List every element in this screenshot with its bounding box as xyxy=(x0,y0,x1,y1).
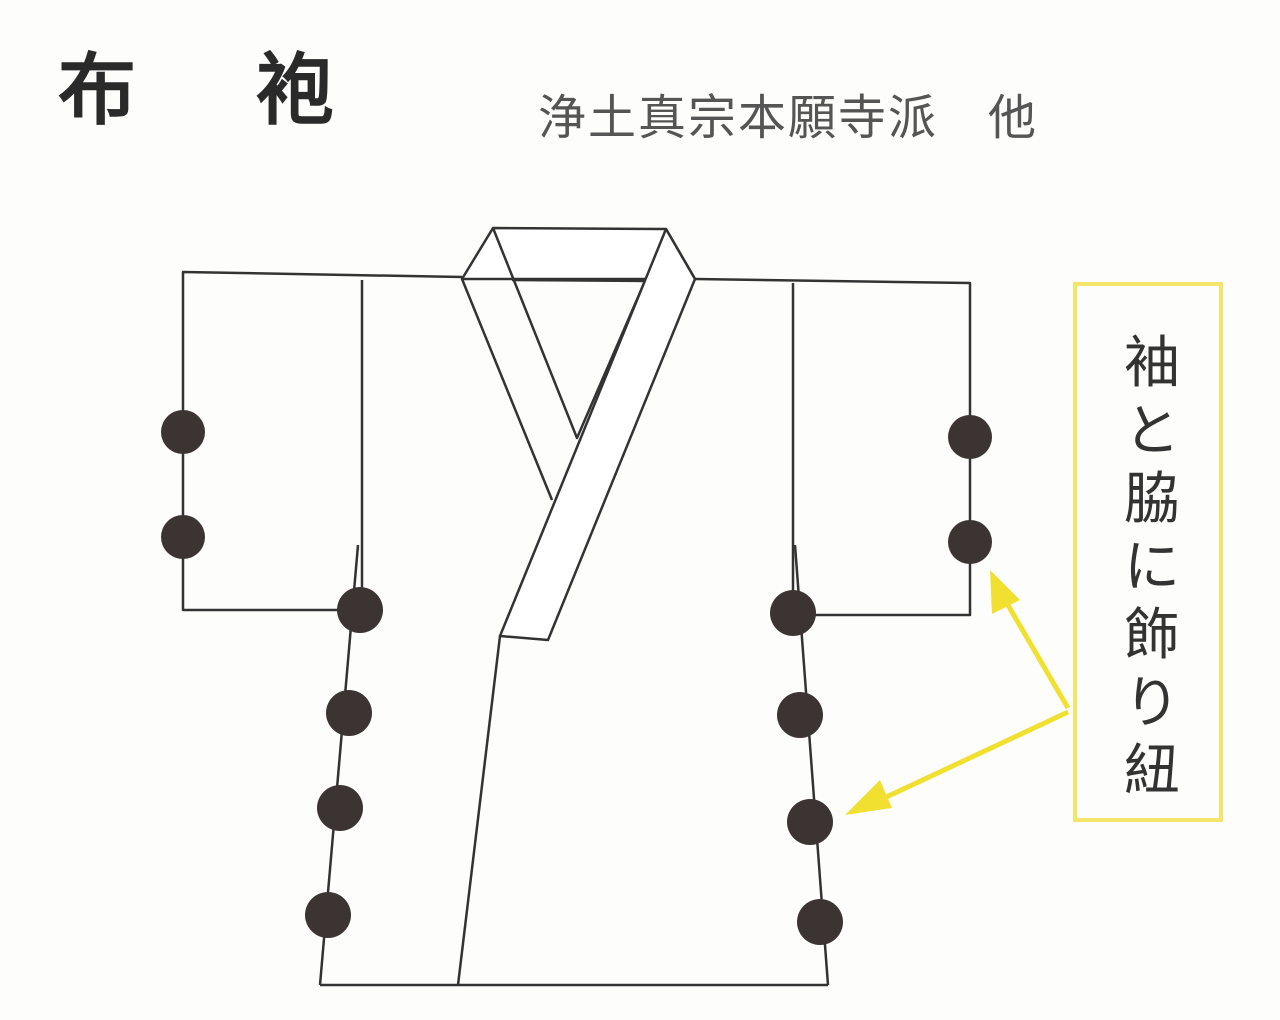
bead xyxy=(948,520,992,564)
bead xyxy=(161,410,205,454)
arrow-head-upper xyxy=(990,570,1020,614)
bead xyxy=(305,892,351,938)
arrow-line-upper xyxy=(1002,598,1071,710)
annotation-char: り xyxy=(1124,671,1180,736)
annotation-char: 飾 xyxy=(1124,603,1180,668)
bead xyxy=(787,799,833,845)
collar-inner-line xyxy=(511,278,646,283)
annotation-char: に xyxy=(1124,535,1180,600)
title-char-1: 布 xyxy=(58,45,137,136)
right-sleeve-outline xyxy=(694,277,972,617)
annotation-char: と xyxy=(1124,399,1180,464)
arrows xyxy=(845,570,1071,815)
bead xyxy=(797,899,843,945)
arrow-head-lower xyxy=(845,780,892,815)
arrow-line-lower xyxy=(878,709,1070,803)
decorative-cords xyxy=(161,410,992,945)
annotation-box xyxy=(1073,282,1223,822)
annotation-label: 袖 と 脇 に 飾 り 紐 xyxy=(1122,330,1182,806)
page-title: 布袍 xyxy=(58,28,334,140)
bead xyxy=(161,515,205,559)
bead xyxy=(948,415,992,459)
bead xyxy=(777,692,823,738)
bead xyxy=(770,590,816,636)
subtitle: 浄土真宗本願寺派 他 xyxy=(538,90,1039,146)
right-collar-band xyxy=(498,227,697,642)
left-collar-band xyxy=(460,278,554,501)
bead xyxy=(326,690,372,736)
annotation-char: 紐 xyxy=(1124,739,1180,804)
annotation-char: 袖 xyxy=(1124,331,1180,396)
annotation-char: 脇 xyxy=(1124,467,1180,532)
bead xyxy=(317,785,363,831)
front-overlap-line xyxy=(456,635,502,986)
title-char-2: 袍 xyxy=(256,45,335,136)
left-sleeve-outline xyxy=(181,270,463,612)
bead xyxy=(337,587,383,633)
